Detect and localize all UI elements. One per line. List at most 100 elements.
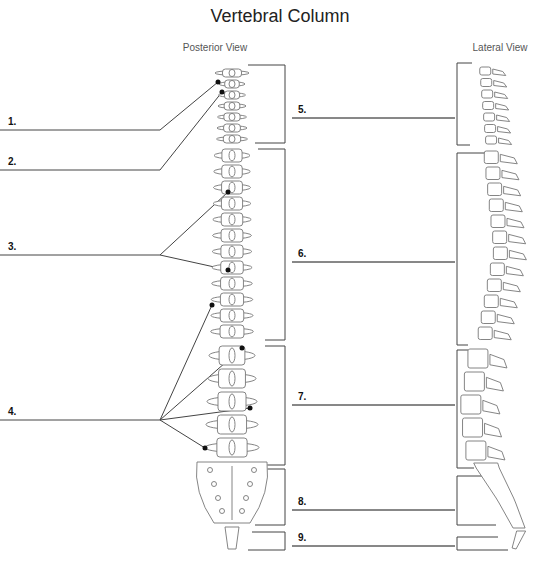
vertebral-body bbox=[484, 151, 498, 164]
vertebra bbox=[480, 67, 506, 76]
vertebra bbox=[214, 149, 250, 162]
vertebra bbox=[485, 125, 511, 134]
spinous-process bbox=[229, 310, 235, 321]
vertebra bbox=[212, 277, 253, 290]
spinous-process bbox=[500, 154, 517, 163]
sacrum bbox=[196, 462, 267, 523]
vertebral-body bbox=[488, 183, 502, 196]
vertebral-arch bbox=[221, 197, 242, 210]
spinous-process bbox=[488, 446, 505, 460]
spinous-process bbox=[229, 417, 235, 432]
spinous-process bbox=[229, 348, 235, 363]
vertebral-body bbox=[481, 311, 495, 324]
vertebral-arch bbox=[224, 102, 240, 110]
spinous-process bbox=[485, 423, 502, 437]
vertebral-body bbox=[464, 372, 484, 391]
vertebra bbox=[213, 197, 251, 210]
vertebral-arch bbox=[221, 213, 243, 226]
spinous-process bbox=[507, 218, 524, 227]
callout-number: 9. bbox=[298, 532, 306, 544]
vertebral-body bbox=[484, 295, 498, 308]
spinous-process bbox=[229, 371, 235, 386]
vertebra bbox=[490, 263, 523, 276]
vertebral-arch bbox=[224, 91, 239, 99]
vertebra bbox=[217, 135, 248, 143]
sacral-foramen bbox=[208, 468, 213, 473]
vertebra bbox=[484, 113, 510, 122]
vertebra bbox=[206, 415, 258, 434]
vertebra bbox=[489, 199, 522, 212]
spinous-process bbox=[486, 377, 503, 391]
spinous-process bbox=[229, 166, 235, 177]
spinous-process bbox=[494, 81, 507, 88]
vertebra bbox=[488, 183, 521, 196]
vertebral-body bbox=[480, 67, 491, 75]
vertebra bbox=[478, 327, 511, 340]
vertebra bbox=[461, 395, 500, 414]
vertebral-body bbox=[468, 349, 488, 368]
leader-line bbox=[0, 192, 228, 270]
vertebral-body bbox=[466, 441, 486, 460]
spinous-process bbox=[506, 266, 523, 275]
vertebra bbox=[219, 80, 245, 88]
vertebra bbox=[482, 90, 508, 99]
vertebra bbox=[466, 441, 505, 460]
region-bracket bbox=[248, 532, 285, 550]
spinous-process bbox=[497, 115, 510, 122]
vertebral-arch bbox=[221, 261, 244, 274]
spinous-process bbox=[496, 104, 509, 111]
pointer-dot bbox=[248, 406, 253, 411]
coccyx bbox=[225, 527, 239, 549]
vertebra bbox=[215, 69, 249, 77]
pointer-dot bbox=[226, 268, 231, 273]
sacral-foramen bbox=[220, 509, 225, 514]
spinous-process bbox=[483, 400, 500, 414]
vertebral-arch bbox=[221, 277, 244, 290]
vertebral-body bbox=[483, 102, 494, 110]
answer-line bbox=[292, 405, 455, 406]
vertebral-arch bbox=[220, 325, 244, 338]
spinous-process bbox=[229, 198, 235, 209]
vertebra bbox=[481, 311, 514, 324]
vertebral-body bbox=[489, 199, 503, 212]
vertebral-body bbox=[486, 136, 497, 144]
vertebral-arch bbox=[218, 392, 246, 411]
vertebra bbox=[486, 136, 512, 145]
vertebra bbox=[213, 229, 252, 242]
vertebra bbox=[493, 247, 526, 260]
spinous-process bbox=[229, 440, 235, 455]
spinous-process bbox=[229, 150, 235, 161]
spinous-process bbox=[505, 202, 522, 211]
vertebral-body bbox=[482, 90, 493, 98]
vertebra bbox=[214, 165, 251, 178]
spinous-process bbox=[229, 326, 235, 337]
vertebral-arch bbox=[220, 309, 244, 322]
sacrum bbox=[474, 463, 525, 528]
spinous-process bbox=[490, 354, 507, 368]
spinous-process bbox=[509, 250, 526, 259]
sacral-foramen bbox=[244, 496, 249, 501]
leader-line bbox=[0, 82, 218, 130]
vertebral-arch bbox=[221, 229, 243, 242]
vertebral-body bbox=[484, 113, 495, 121]
answer-line bbox=[292, 262, 455, 263]
vertebra bbox=[205, 438, 259, 457]
vertebra bbox=[493, 231, 526, 244]
sacral-foramen bbox=[240, 509, 245, 514]
vertebral-arch bbox=[219, 369, 246, 388]
vertebra bbox=[481, 79, 507, 88]
callout-number: 5. bbox=[298, 104, 306, 116]
pointer-dot bbox=[220, 90, 225, 95]
sacral-foramen bbox=[248, 482, 253, 487]
spinous-process bbox=[229, 102, 235, 109]
region-bracket bbox=[262, 346, 285, 465]
spinous-process bbox=[229, 135, 235, 142]
vertebra bbox=[207, 392, 257, 411]
pointer-dot bbox=[210, 303, 215, 308]
vertebra bbox=[487, 279, 520, 292]
vertebral-body bbox=[487, 279, 501, 292]
vertebral-body bbox=[481, 79, 492, 87]
vertebra bbox=[211, 309, 253, 322]
spinous-process bbox=[497, 314, 514, 323]
